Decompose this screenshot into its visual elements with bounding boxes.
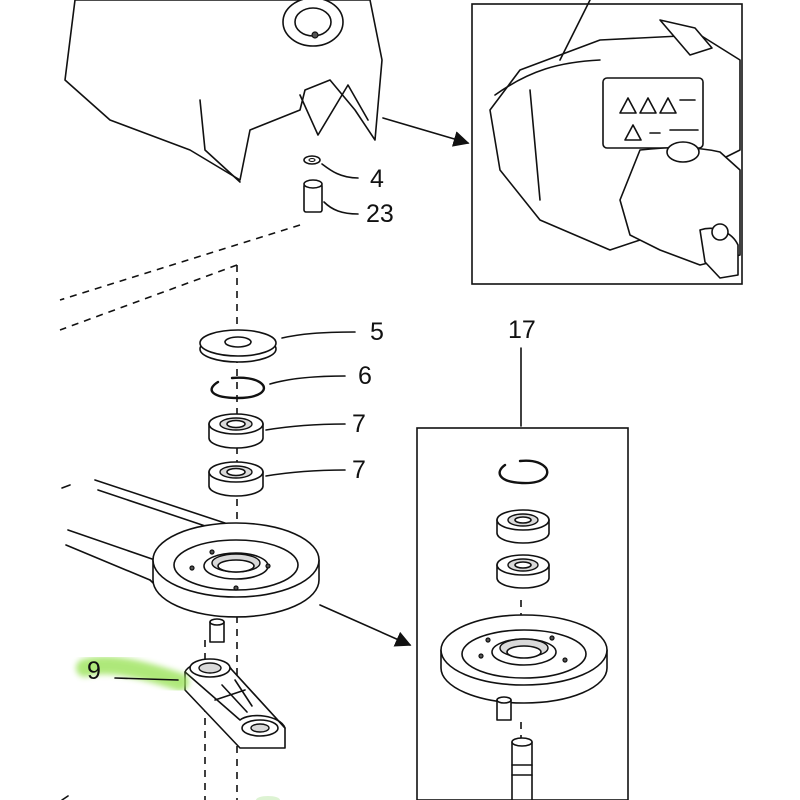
leader-5 (281, 331, 356, 339)
callout-5: 5 (370, 318, 384, 346)
part-23-bushing (303, 179, 323, 213)
part-5-cap (199, 329, 277, 363)
pulley (152, 522, 320, 618)
callout-7a: 7 (352, 410, 366, 438)
part-6-snap-ring (210, 376, 266, 400)
callout-7b: 7 (352, 456, 366, 484)
bottom-highlight (256, 796, 280, 800)
leader-4 (321, 163, 359, 179)
part-17-assembly (416, 427, 629, 800)
part-7-bearing-upper (208, 413, 264, 449)
leader-7b (265, 469, 346, 477)
part-4-washer (303, 155, 321, 165)
assembly-line-b (59, 264, 238, 331)
callout-23: 23 (366, 200, 394, 228)
part-9-idler-arm (184, 658, 286, 749)
callout-9-highlight (76, 656, 189, 691)
leader-6 (269, 375, 346, 385)
inset-arrow (382, 117, 470, 147)
pulley-shaft (209, 618, 225, 643)
assembly-line-a (59, 224, 301, 301)
bottom-fragment (61, 795, 69, 800)
callout-6: 6 (358, 362, 372, 390)
deck-housing (64, 0, 383, 183)
leader-7a (265, 423, 346, 431)
callout-9: 9 (87, 657, 101, 685)
leader-9 (114, 677, 179, 681)
callout-4: 4 (370, 165, 384, 193)
inset-view (471, 0, 743, 285)
assembly-arrow (319, 604, 412, 647)
callout-17: 17 (508, 316, 536, 344)
part-7-bearing-lower (208, 461, 264, 497)
leader-23 (323, 201, 359, 215)
